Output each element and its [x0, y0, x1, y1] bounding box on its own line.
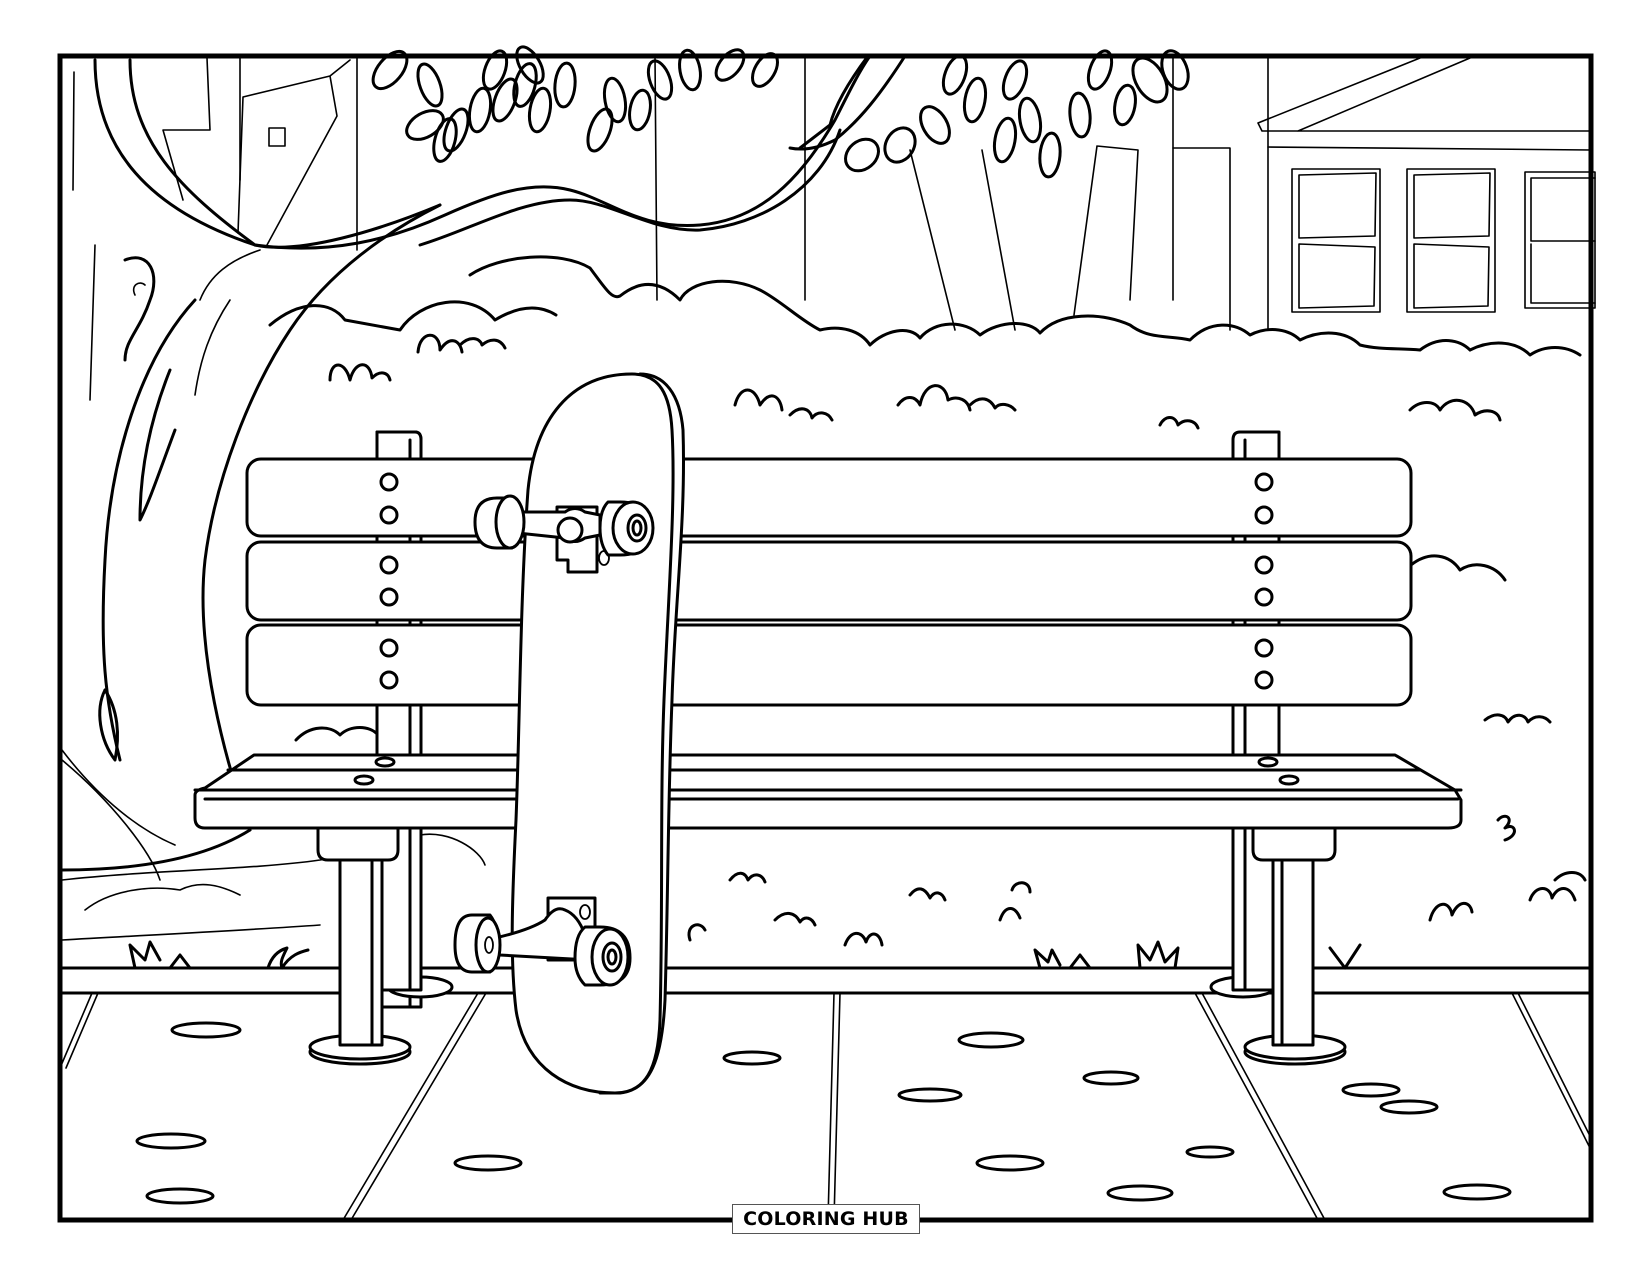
house — [1257, 55, 1596, 331]
tree — [60, 54, 907, 881]
bench-back-slat — [245, 623, 1413, 707]
bench-back-slat — [245, 457, 1413, 538]
coloring-hub-watermark: COLORING HUB — [732, 1204, 920, 1234]
stepping-stones — [135, 1021, 1512, 1205]
bench-seat — [193, 753, 1463, 830]
fence — [239, 55, 1231, 331]
skateboard — [453, 372, 686, 1095]
grass-tufts — [128, 333, 1587, 970]
bench-front-leg-left — [308, 826, 412, 1066]
skateboard-truck-top — [473, 494, 655, 574]
sidewalk — [59, 966, 1593, 1221]
house-window — [1406, 168, 1496, 313]
bushes — [61, 255, 1582, 941]
bench-back-slat — [245, 540, 1413, 622]
bench-front-leg-right — [1243, 826, 1347, 1066]
background-buildings — [72, 55, 358, 401]
skateboard-truck-bottom — [453, 896, 632, 987]
leaf-clusters — [371, 45, 1190, 179]
house-window — [1524, 171, 1596, 309]
bolt-holes — [379, 472, 1274, 690]
house-window — [1291, 168, 1381, 313]
